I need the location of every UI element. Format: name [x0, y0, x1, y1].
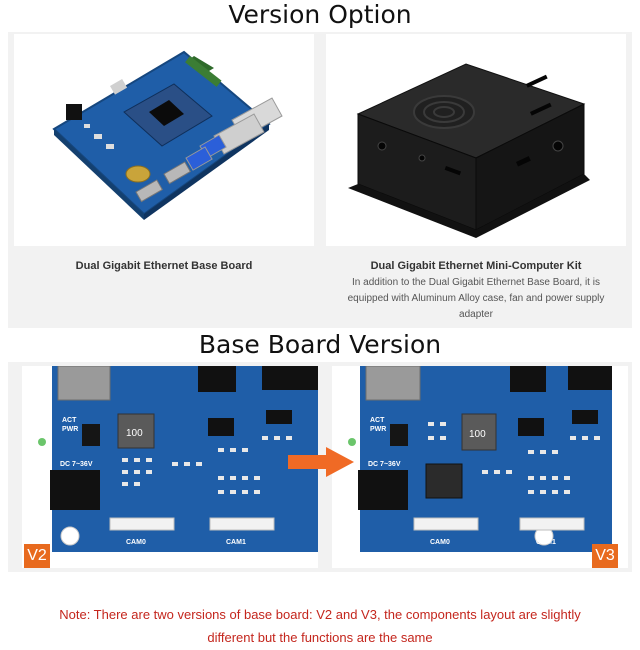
mount-flange-left — [348, 184, 476, 238]
v2-cam1-connector — [209, 517, 275, 531]
v2-cam0-label: CAM0 — [126, 539, 146, 546]
rtc-battery — [125, 165, 151, 183]
front-port-1 — [377, 141, 387, 151]
v3-regulator-chip — [425, 463, 463, 499]
mount-flange-right — [476, 174, 590, 238]
version-option-title: Version Option — [228, 0, 412, 29]
v3-pwr-label: PWR — [370, 426, 386, 433]
cam-slot-2 — [530, 102, 552, 116]
note-line-2: different but the functions are the same — [207, 630, 433, 645]
v2-dc-jack — [50, 470, 100, 510]
sd-holder — [57, 365, 111, 401]
option-description-mini-computer-kit: In addition to the Dual Gigabit Ethernet… — [347, 277, 605, 320]
v2-pwr-label: PWR — [62, 426, 78, 433]
option-card-mini-computer-kit[interactable] — [326, 34, 626, 246]
board-v3-image: ACT PWR DC 7~36V 100 CAM0 CAM1 — [348, 365, 612, 552]
power-jack — [66, 104, 82, 120]
mini-computer-kit-image — [348, 63, 590, 238]
sd-holder-v3 — [365, 365, 421, 401]
board-v2-card: ACT PWR DC 7~36V 100 CAM0 CAM1 — [22, 365, 318, 568]
base-board-image — [52, 50, 283, 220]
option-title-base-board: Dual Gigabit Ethernet Base Board — [75, 260, 253, 272]
base-board-edge — [54, 129, 144, 220]
v2-badge: V2 — [24, 544, 50, 568]
v2-inductor — [117, 413, 155, 449]
version-arrow-icon — [288, 447, 354, 477]
option-card-base-board[interactable] — [14, 34, 314, 246]
v3-act-label: ACT — [370, 417, 385, 424]
v3-dc-label: DC 7~36V — [368, 461, 401, 468]
front-port-2 — [418, 154, 426, 162]
fan-grille — [413, 95, 475, 129]
usb-port-2 — [185, 146, 213, 171]
option-title-mini-computer-kit: Dual Gigabit Ethernet Mini-Computer Kit — [370, 260, 582, 272]
hdmi-port-2 — [135, 179, 163, 203]
v3-cam0-connector — [413, 517, 479, 531]
v3-cam1-connector — [519, 517, 585, 531]
board-v2-image: ACT PWR DC 7~36V 100 CAM0 CAM1 — [38, 365, 318, 552]
v3-cam1-label: CAM1 — [536, 539, 556, 546]
v2-cam0-connector — [109, 517, 175, 531]
v3-badge: V3 — [592, 544, 618, 568]
v3-inductor — [461, 413, 497, 451]
v3-cam0-label: CAM0 — [430, 539, 450, 546]
v2-cam1-label: CAM1 — [226, 539, 246, 546]
base-board-version-title: Base Board Version — [198, 330, 442, 359]
v3-dc-jack — [358, 470, 408, 510]
cam-slot-1 — [526, 74, 548, 88]
v2-act-label: ACT — [62, 417, 77, 424]
board-v3-card: ACT PWR DC 7~36V 100 CAM0 CAM1 — [332, 365, 628, 568]
v3-inductor-label: 100 — [469, 429, 486, 440]
hdmi-port-1 — [163, 161, 191, 185]
note-line-1: Note: There are two versions of base boa… — [59, 607, 581, 622]
v2-dc-label: DC 7~36V — [60, 461, 93, 468]
v2-inductor-label: 100 — [126, 428, 143, 439]
